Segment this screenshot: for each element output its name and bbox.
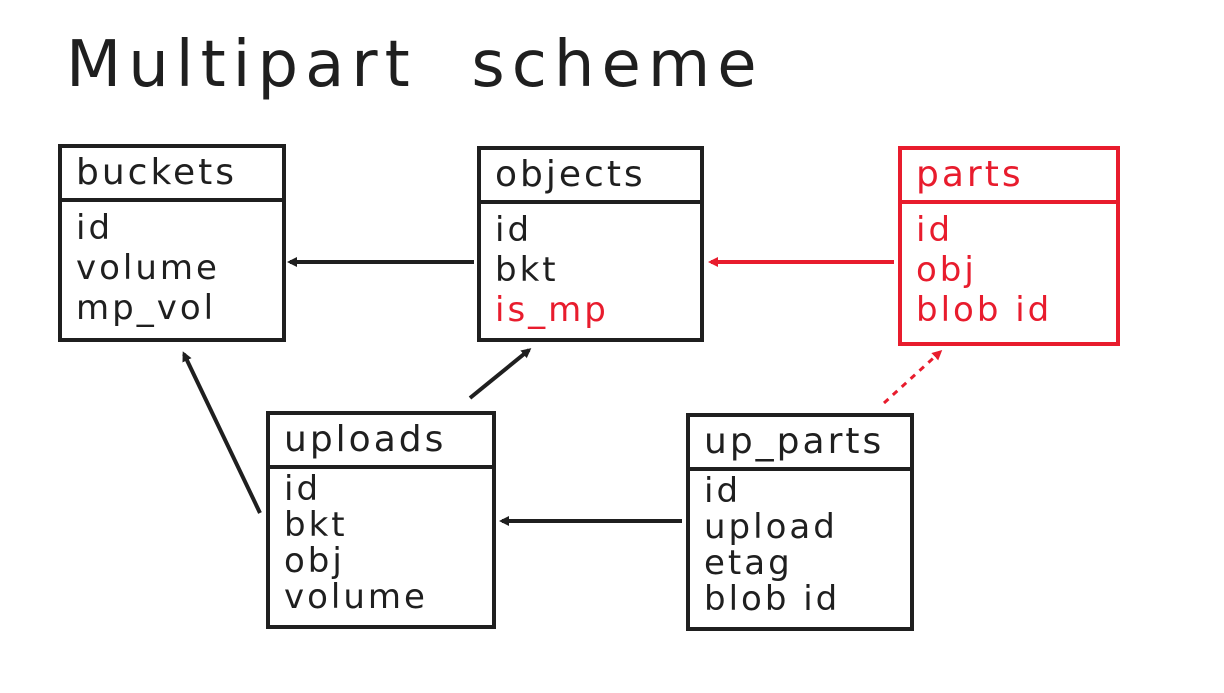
field-etag: etag [704, 543, 793, 583]
table-buckets: buckets id volume mp_vol [58, 144, 286, 342]
table-header: buckets [62, 148, 282, 202]
field-blob-id: blob id [916, 290, 1053, 330]
field-upload: upload [704, 507, 838, 547]
field-id: id [76, 208, 114, 248]
field-volume: volume [76, 248, 220, 288]
field-id: id [284, 469, 322, 509]
table-objects: objects id bkt is_mp [477, 146, 704, 342]
field-id: id [916, 210, 954, 250]
arrow-up-parts-to-parts [882, 349, 943, 405]
table-header: up_parts [690, 417, 910, 471]
field-mp-vol: mp_vol [76, 288, 217, 328]
field-bkt: bkt [495, 250, 559, 290]
field-list: id obj blob id [902, 204, 1116, 330]
diagram-title: Multipart scheme [66, 28, 764, 102]
field-obj: obj [284, 541, 345, 581]
field-obj: obj [916, 250, 977, 290]
field-bkt: bkt [284, 505, 348, 545]
field-id: id [704, 471, 742, 511]
field-list: id volume mp_vol [62, 202, 282, 328]
table-uploads: uploads id bkt obj volume [266, 411, 496, 629]
table-header: parts [902, 150, 1116, 204]
field-is-mp: is_mp [495, 290, 609, 330]
field-list: id bkt obj volume [270, 469, 492, 615]
field-list: id upload etag blob id [690, 471, 910, 617]
field-volume: volume [284, 577, 428, 617]
field-blob-id: blob id [704, 579, 841, 619]
field-list: id bkt is_mp [481, 204, 700, 330]
arrow-uploads-to-buckets [182, 351, 262, 514]
field-id: id [495, 210, 533, 250]
table-parts: parts id obj blob id [898, 146, 1120, 346]
table-header: objects [481, 150, 700, 204]
arrow-uploads-to-objects [468, 348, 532, 400]
table-up-parts: up_parts id upload etag blob id [686, 413, 914, 631]
table-header: uploads [270, 415, 492, 469]
